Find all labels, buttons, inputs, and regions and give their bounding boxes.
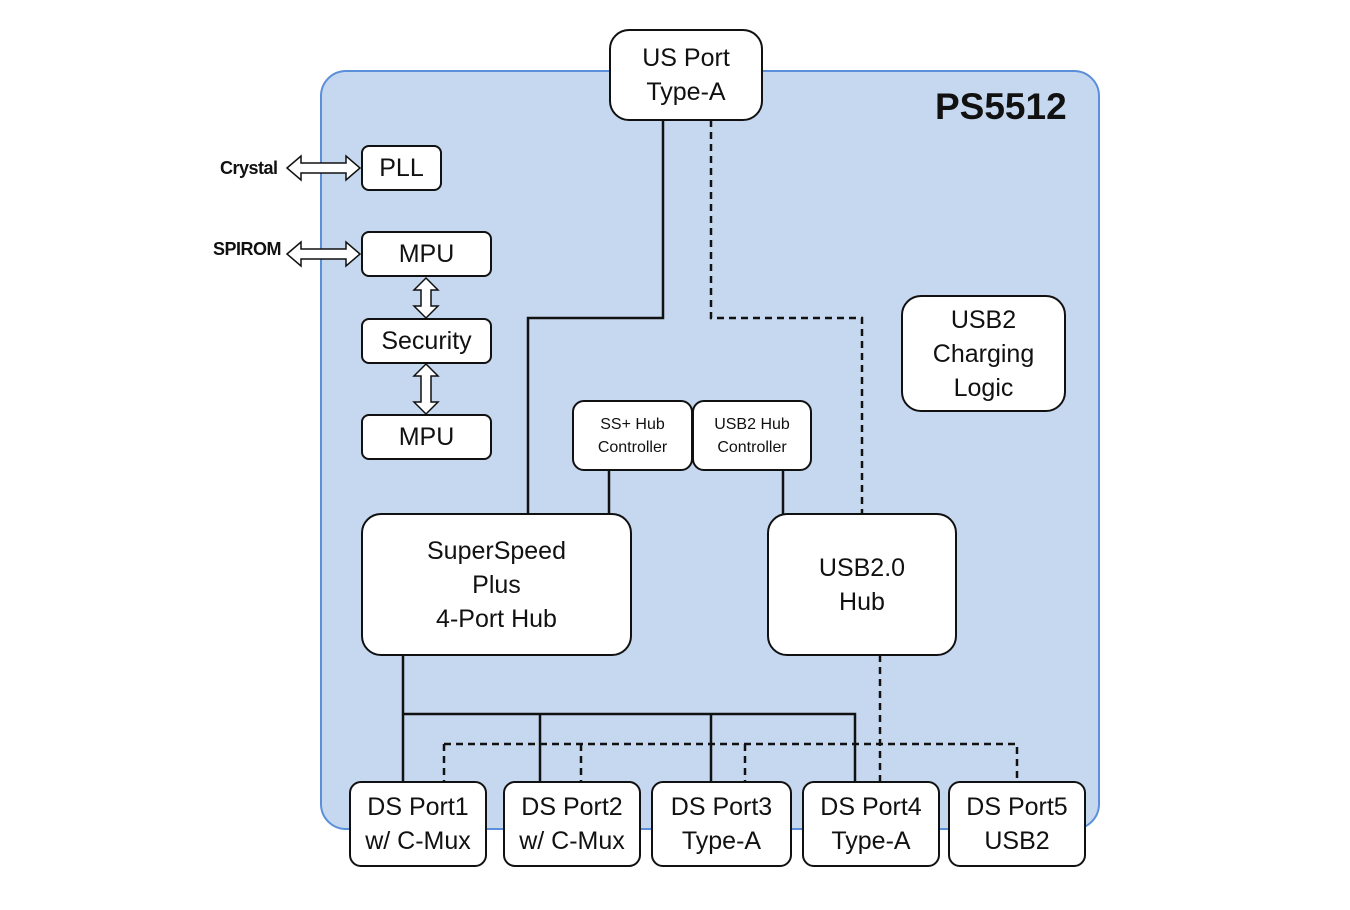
spirom-mpu-arrow [285, 240, 362, 268]
security-block: Security [361, 318, 492, 364]
ds-port2-block: DS Port2 w/ C-Mux [503, 781, 641, 867]
crystal-label: Crystal [220, 158, 278, 178]
us-port-block: US Port Type-A [609, 29, 763, 121]
ds-port5-block: DS Port5 USB2 [948, 781, 1086, 867]
superspeed-hub-block: SuperSpeed Plus 4-Port Hub [361, 513, 632, 656]
pll-block: PLL [361, 145, 442, 191]
mpu-security-arrow [412, 276, 440, 320]
ss-bus-line [401, 655, 857, 782]
usb2-hub-controller-block: USB2 Hub Controller [692, 400, 812, 471]
usb2-hub-block: USB2.0 Hub [767, 513, 957, 656]
ds-port4-block: DS Port4 Type-A [802, 781, 940, 867]
mpu-top-block: MPU [361, 231, 492, 277]
crystal-pll-arrow [285, 154, 362, 182]
mpu-bottom-block: MPU [361, 414, 492, 460]
spirom-label: SPIROM [213, 239, 282, 259]
us-to-usb2-hub-line [709, 120, 864, 514]
ds-port1-block: DS Port1 w/ C-Mux [349, 781, 487, 867]
ds-port3-block: DS Port3 Type-A [651, 781, 792, 867]
usb2-charging-block: USB2 Charging Logic [901, 295, 1066, 412]
us-to-ss-hub-line [526, 120, 665, 514]
security-mpu-arrow [412, 362, 440, 416]
chip-title: PS5512 [935, 86, 1067, 127]
ss-hub-controller-block: SS+ Hub Controller [572, 400, 693, 471]
usb2-bus-line [442, 655, 1019, 782]
